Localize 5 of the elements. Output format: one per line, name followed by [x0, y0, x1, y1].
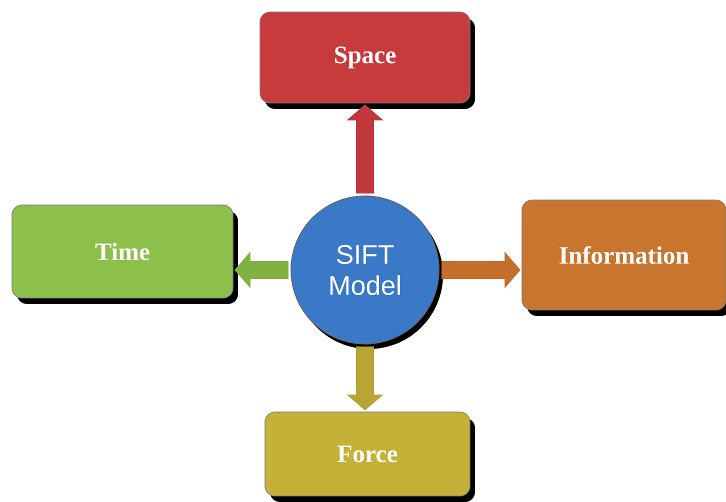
process-box: Time [12, 204, 238, 304]
process-box: Space [260, 12, 475, 109]
circle-node: SIFT Model [290, 195, 443, 349]
process-box: Information [522, 200, 726, 316]
process-box: Force [264, 412, 475, 502]
